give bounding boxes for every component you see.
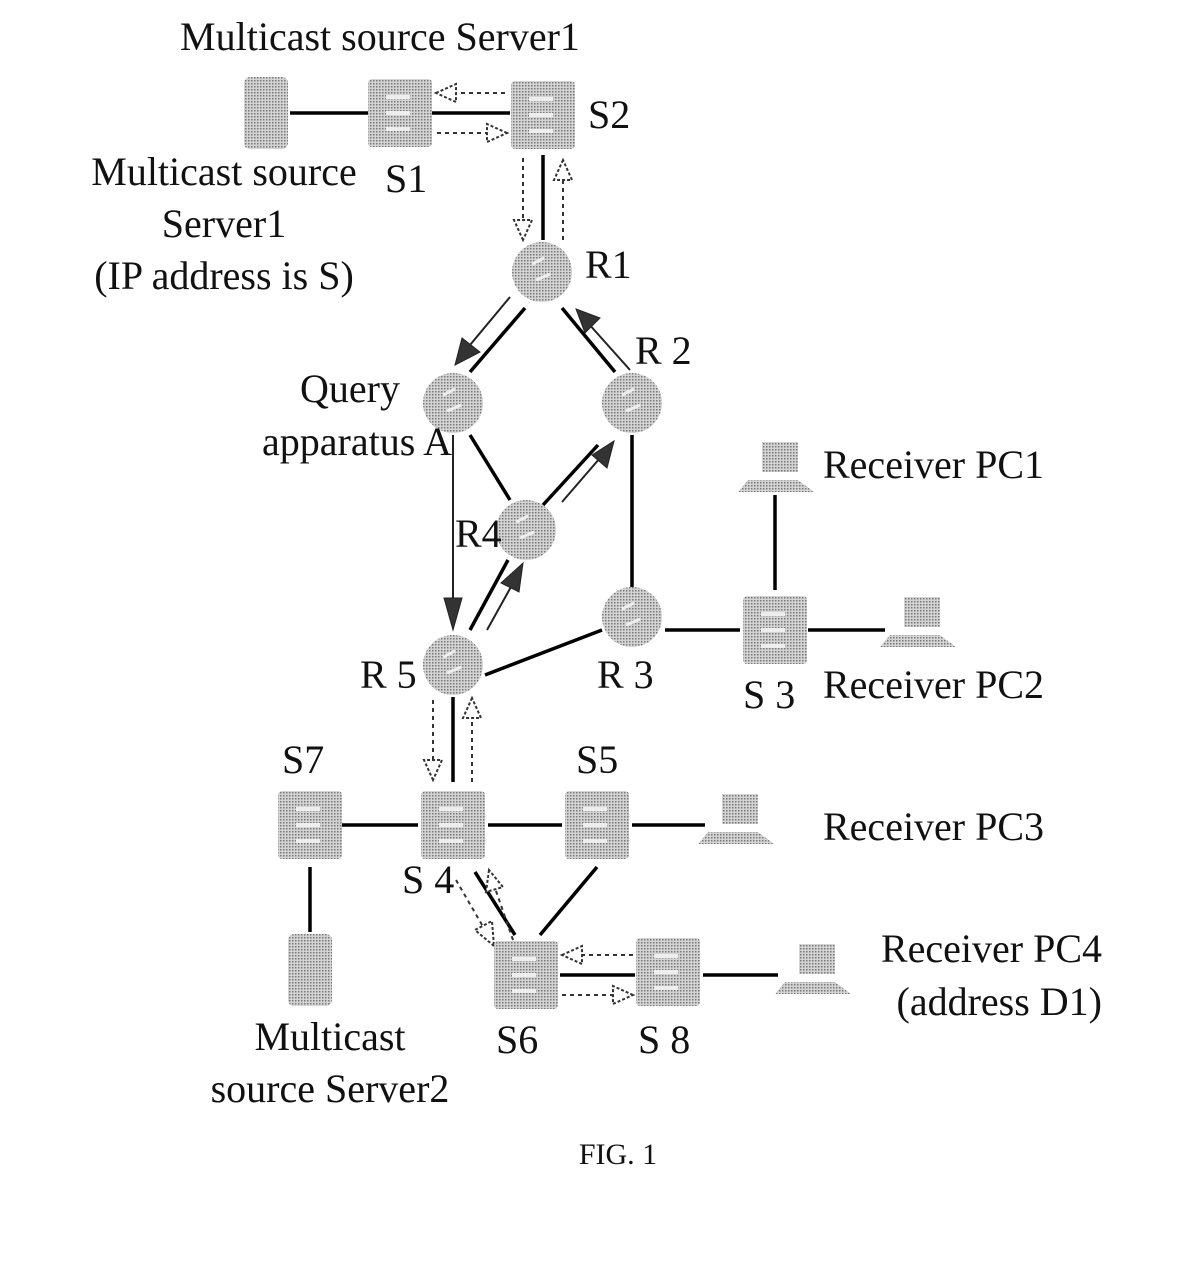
link-r1-r2: [560, 306, 617, 374]
label-s2: S2: [588, 92, 630, 137]
arrow-head-s4-to-s6: [473, 919, 496, 949]
server2-icon[interactable]: [288, 934, 332, 1006]
receiver-pc2-label: Receiver PC2: [823, 662, 1044, 707]
arrow-head-r1-to-s2: [552, 157, 574, 181]
pc1-icon[interactable]: [738, 442, 814, 492]
arrow-head-s8-to-s6: [559, 944, 583, 966]
arrow-head-a-to-r5: [443, 597, 463, 632]
router-r1-icon[interactable]: [510, 240, 574, 304]
arrow-head-s2-to-r1: [512, 219, 534, 243]
label-s7: S7: [282, 737, 324, 782]
arrow-r2-to-r1: [587, 322, 631, 371]
server2-desc-line2: source Server2: [211, 1066, 450, 1111]
figure-caption: FIG. 1: [579, 1138, 657, 1171]
switch-s8-icon[interactable]: [634, 936, 702, 1008]
server1-icon[interactable]: [244, 77, 288, 149]
link-a-r4: [468, 434, 512, 501]
arrow-head-s4-to-r5: [461, 695, 483, 719]
label-r2: R 2: [635, 328, 692, 373]
multicast-path-arrows: [443, 296, 631, 632]
label-s3: S 3: [743, 672, 795, 717]
server1-desc-line2: Server1: [162, 201, 286, 246]
switch-s2-icon[interactable]: [509, 79, 577, 151]
receiver-pc3-label: Receiver PC3: [823, 804, 1044, 849]
server1-title-label: Multicast source Server1: [180, 14, 580, 59]
label-r1: R1: [585, 242, 632, 287]
label-s1: S1: [385, 156, 427, 201]
arrow-r4-to-r2: [561, 457, 601, 503]
arrow-head-r1-to-a: [454, 337, 481, 366]
links: [290, 111, 885, 977]
label-s4: S 4: [402, 857, 454, 902]
pc2-icon[interactable]: [880, 597, 956, 647]
label-r4: R4: [455, 511, 502, 556]
arrow-r1-to-a: [469, 296, 511, 346]
arrow-head-s6-to-s8: [612, 984, 636, 1006]
receiver-pc4-address: (address D1): [897, 979, 1103, 1024]
router-r3-icon[interactable]: [600, 585, 664, 649]
server1-desc-line1: Multicast source: [91, 149, 357, 194]
label-s8: S 8: [638, 1017, 690, 1062]
switch-s4-icon[interactable]: [419, 789, 487, 861]
link-r4-r2: [541, 443, 600, 507]
query-apparatus-line1: Query: [300, 366, 400, 411]
arrow-head-r5-to-r4: [500, 561, 524, 593]
switch-s5-icon[interactable]: [563, 789, 631, 861]
arrow-head-s1-to-s2: [486, 122, 510, 144]
switch-s6-icon[interactable]: [492, 939, 560, 1011]
label-s6: S6: [496, 1017, 538, 1062]
pc3-icon[interactable]: [698, 794, 774, 844]
label-r5: R 5: [360, 652, 417, 697]
query-apparatus-line2: apparatus A: [262, 419, 452, 464]
switch-s3-icon[interactable]: [741, 594, 809, 666]
arrow-s4-to-s6: [455, 879, 486, 931]
router-r5-icon[interactable]: [421, 633, 485, 697]
label-r3: R 3: [597, 652, 654, 697]
link-s5-s6: [538, 865, 599, 937]
arrow-head-r2-to-r1: [575, 308, 601, 334]
switch-s7-icon[interactable]: [276, 789, 344, 861]
arrow-head-r5-to-s4: [422, 759, 444, 783]
server2-desc-line1: Multicast: [254, 1014, 405, 1059]
receiver-pc1-label: Receiver PC1: [823, 442, 1044, 487]
link-r5-r4: [468, 559, 510, 631]
switch-s1-icon[interactable]: [366, 77, 434, 149]
arrow-head-r4-to-r2: [591, 439, 615, 469]
receiver-pc4-label: Receiver PC4: [881, 926, 1102, 971]
server1-desc-line3: (IP address is S): [94, 253, 354, 298]
router-r4-icon[interactable]: [494, 498, 558, 562]
pc4-icon[interactable]: [775, 944, 851, 994]
link-r5-r3: [484, 628, 603, 677]
devices: [244, 77, 956, 1011]
link-r1-a: [468, 306, 527, 374]
arrow-s6-to-s4: [494, 887, 514, 941]
arrow-r5-to-r4: [486, 584, 513, 631]
arrow-head-s2-to-s1: [433, 82, 457, 104]
label-s5: S5: [576, 737, 618, 782]
message-arrows: [422, 82, 636, 1006]
router-r2-icon[interactable]: [600, 371, 664, 435]
labels: Multicast source Server1 Multicast sourc…: [91, 14, 1102, 1171]
arrow-head-s6-to-s4: [484, 867, 505, 894]
